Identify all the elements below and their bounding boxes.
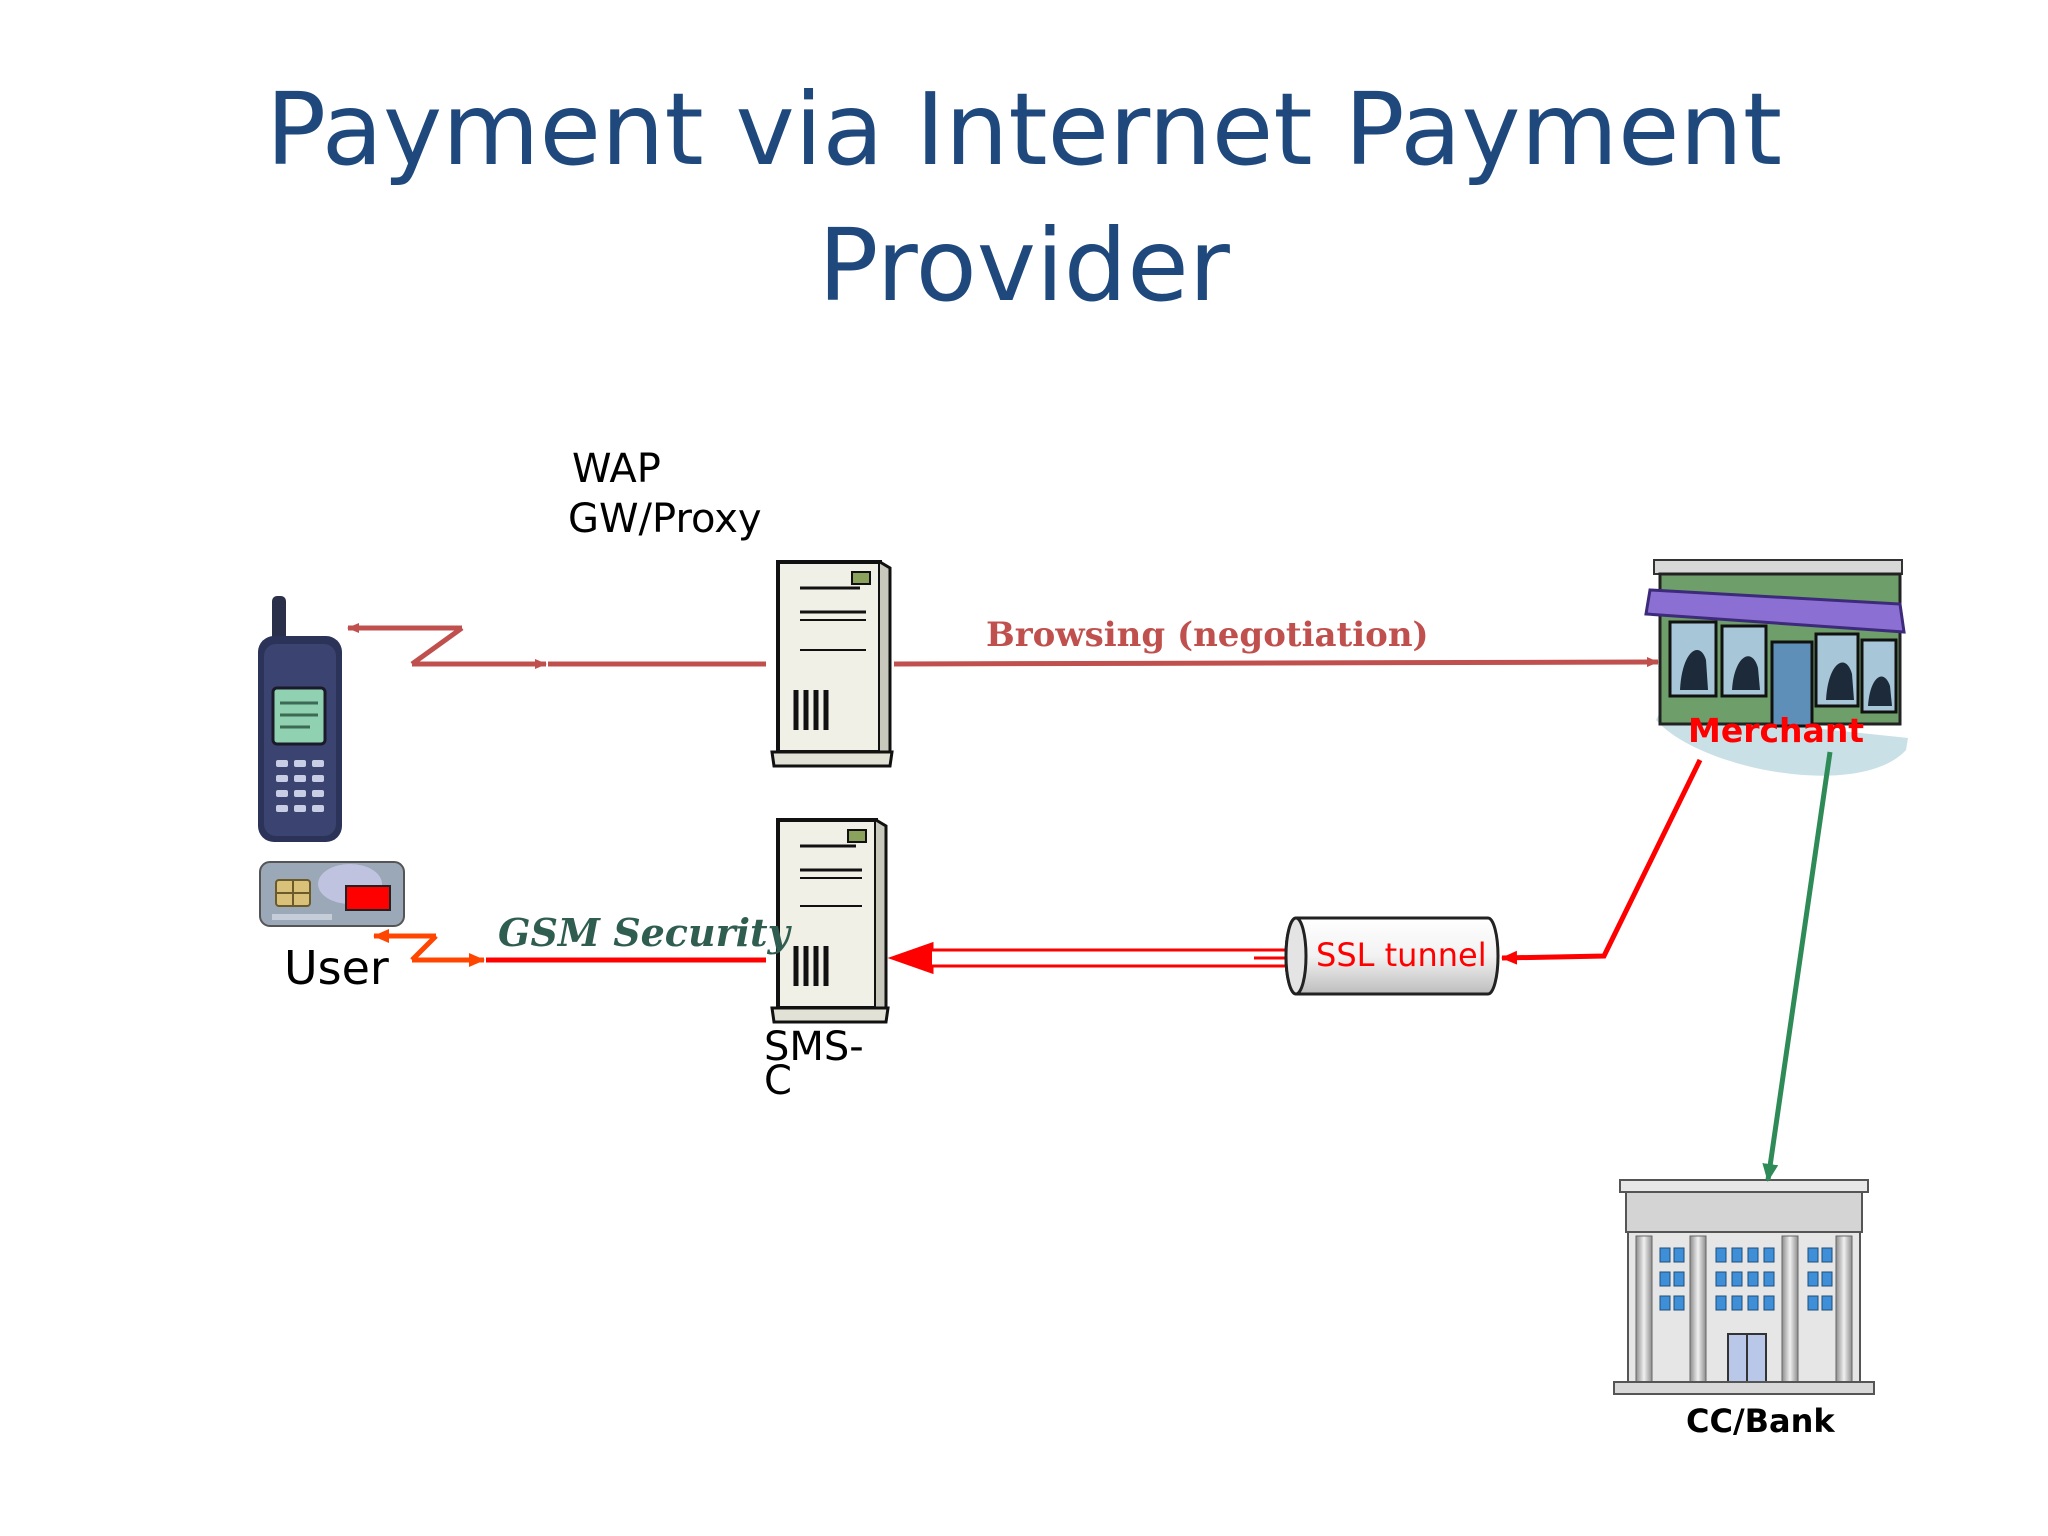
wap-label-line-2: GW/Proxy (568, 496, 762, 542)
title-line-1: Payment via Internet Payment (265, 71, 1783, 188)
browsing-label: Browsing (negotiation) (986, 615, 1429, 655)
user-label: User (284, 941, 389, 995)
wap-zigzag-link (347, 623, 547, 669)
ssl-tunnel-cylinder (1284, 916, 1500, 996)
bank-label: CC/Bank (1686, 1402, 1835, 1440)
bank-building-icon (1613, 1179, 1875, 1395)
merchant-label: Merchant (1688, 711, 1864, 750)
merchant-to-ssl-arrow (1501, 758, 1703, 965)
sms-label-line-2: C (764, 1058, 792, 1104)
mobile-phone-icon (258, 596, 342, 842)
merchant-to-bank-arrow (1762, 751, 1833, 1182)
browsing-arrow (893, 657, 1659, 668)
ssl-tunnel-label: SSL tunnel (1316, 936, 1487, 974)
server-tower-icon (770, 818, 890, 1024)
gsm-security-label: GSM Security (498, 910, 793, 955)
storefront-icon (1644, 559, 1908, 776)
server-tower-icon (770, 560, 894, 768)
ssl-to-smsc-arrow (887, 941, 1290, 975)
sms-zigzag-link (373, 929, 485, 967)
title-line-2: Provider (818, 207, 1230, 324)
sim-card-icon (259, 861, 405, 927)
sms-label-line-1: SMS- (764, 1024, 864, 1070)
wap-label-line-1: WAP (572, 446, 661, 492)
slide-title: Payment via Internet Payment Provider (0, 62, 2048, 334)
